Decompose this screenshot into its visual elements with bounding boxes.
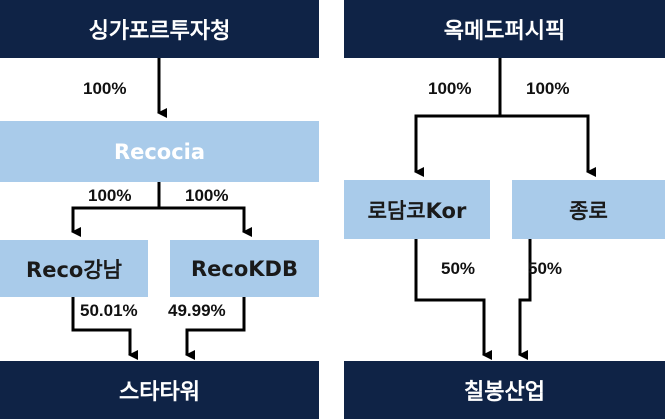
gic-label: 싱가포르투자청 [88,19,231,44]
recocia-label: Recocia [113,139,206,164]
arrow-recocia-to-reco-gangnam [71,206,159,237]
okmedo-box: 옥메도퍼시픽 [344,0,665,58]
recokdb-box: RecoKDB [170,240,319,297]
pct-jongno-to-chilbong: 50% [528,259,563,278]
arrow-recokdb-to-startower [185,297,246,360]
pct-reco-gangnam-to-startower: 50.01% [80,301,138,320]
pct-okmedo-to-jongno: 100% [526,79,570,98]
pct-recocia-to-recokdb: 100% [185,186,229,205]
arrow-okmedo-to-jongno [500,114,596,177]
reco-gangnam-box: Reco강남 [0,240,148,297]
jongno-box: 종로 [512,180,665,239]
pct-gic-to-recocia: 100% [83,79,127,98]
recokdb-label: RecoKDB [191,256,298,281]
reco-gangnam-label: Reco강남 [26,257,122,282]
startower-box: 스타타워 [0,361,319,419]
startower-label: 스타타워 [119,380,200,405]
arrow-okmedo-to-rodamco [414,114,500,177]
arrow-jongno-to-chilbong [518,239,532,360]
rodamco-label: 로담코Kor [367,198,467,223]
pct-recocia-to-reco-gangnam: 100% [88,186,132,205]
chilbong-label: 칠봉산업 [464,380,545,405]
arrow-reco-gangnam-to-startower [71,297,138,360]
okmedo-label: 옥메도퍼시픽 [443,19,566,44]
gic-box: 싱가포르투자청 [0,0,319,58]
pct-okmedo-to-rodamco: 100% [428,79,472,98]
jongno-label: 종로 [569,198,608,223]
rodamco-box: 로담코Kor [344,180,490,239]
recocia-box: Recocia [0,121,319,182]
pct-recokdb-to-startower: 49.99% [168,301,226,320]
pct-rodamco-to-chilbong: 50% [441,259,476,278]
arrow-rodamco-to-chilbong [414,239,492,360]
chilbong-box: 칠봉산업 [344,361,665,419]
arrow-recocia-to-recokdb [159,206,252,237]
